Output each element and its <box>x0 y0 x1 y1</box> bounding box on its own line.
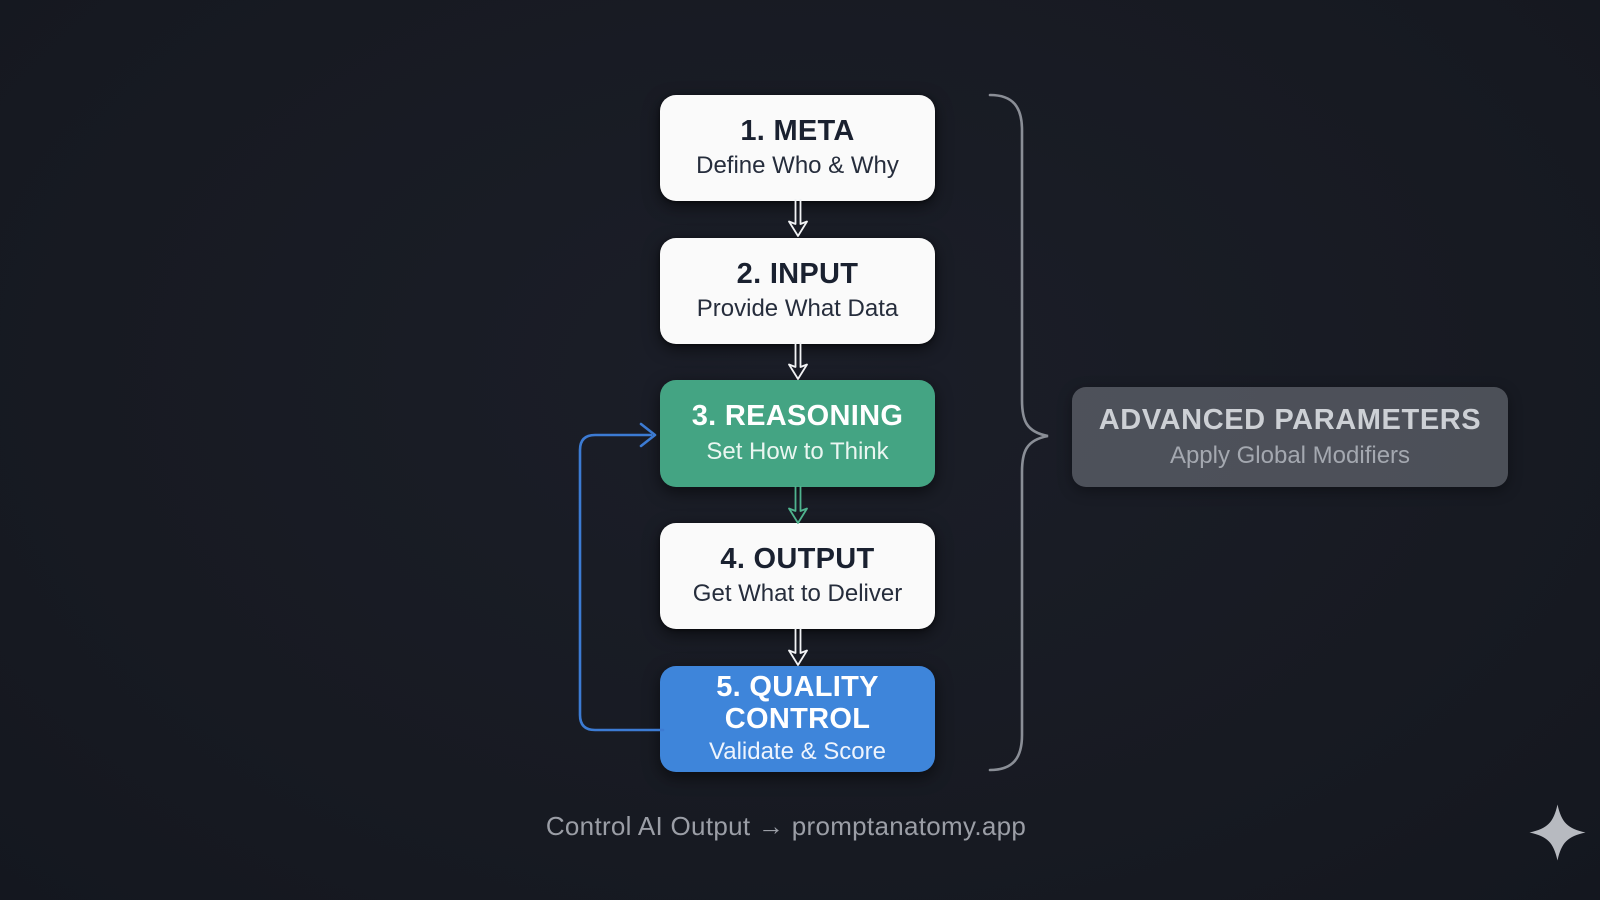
footer-caption: Control AI Output → promptanatomy.app <box>545 811 1027 841</box>
arrow-down-icon-reasoning-to-output <box>788 486 808 524</box>
step-subtitle: Validate & Score <box>709 737 886 765</box>
step-box-reasoning: 3. REASONING Set How to Think <box>660 380 935 487</box>
advanced-parameters-title: ADVANCED PARAMETERS <box>1098 404 1482 436</box>
step-box-output: 4. OUTPUT Get What to Deliver <box>660 523 935 629</box>
step-subtitle: Set How to Think <box>706 437 889 465</box>
arrow-down-icon-meta-to-input <box>788 199 808 237</box>
step-title: 2. INPUT <box>736 257 859 290</box>
sparkle-icon <box>1529 804 1586 861</box>
step-title: 1. META <box>740 114 855 147</box>
step-box-input: 2. INPUT Provide What Data <box>660 238 935 344</box>
step-title: 5. QUALITY CONTROL <box>716 671 879 735</box>
step-subtitle: Provide What Data <box>696 295 899 323</box>
step-box-meta: 1. META Define Who & Why <box>660 95 935 201</box>
arrow-down-icon-output-to-quality <box>788 628 808 666</box>
arrow-down-icon-input-to-reasoning <box>788 342 808 380</box>
grouping-brace <box>988 93 1049 772</box>
step-box-quality-control: 5. QUALITY CONTROL Validate & Score <box>660 666 935 772</box>
step-title: 3. REASONING <box>691 400 904 433</box>
advanced-parameters-panel: ADVANCED PARAMETERS Apply Global Modifie… <box>1072 387 1508 487</box>
feedback-loop-arrow <box>578 422 665 732</box>
advanced-parameters-subtitle: Apply Global Modifiers <box>1169 442 1411 469</box>
step-subtitle: Define Who & Why <box>696 152 899 180</box>
step-subtitle: Get What to Deliver <box>692 580 903 608</box>
step-title: 4. OUTPUT <box>720 542 875 575</box>
